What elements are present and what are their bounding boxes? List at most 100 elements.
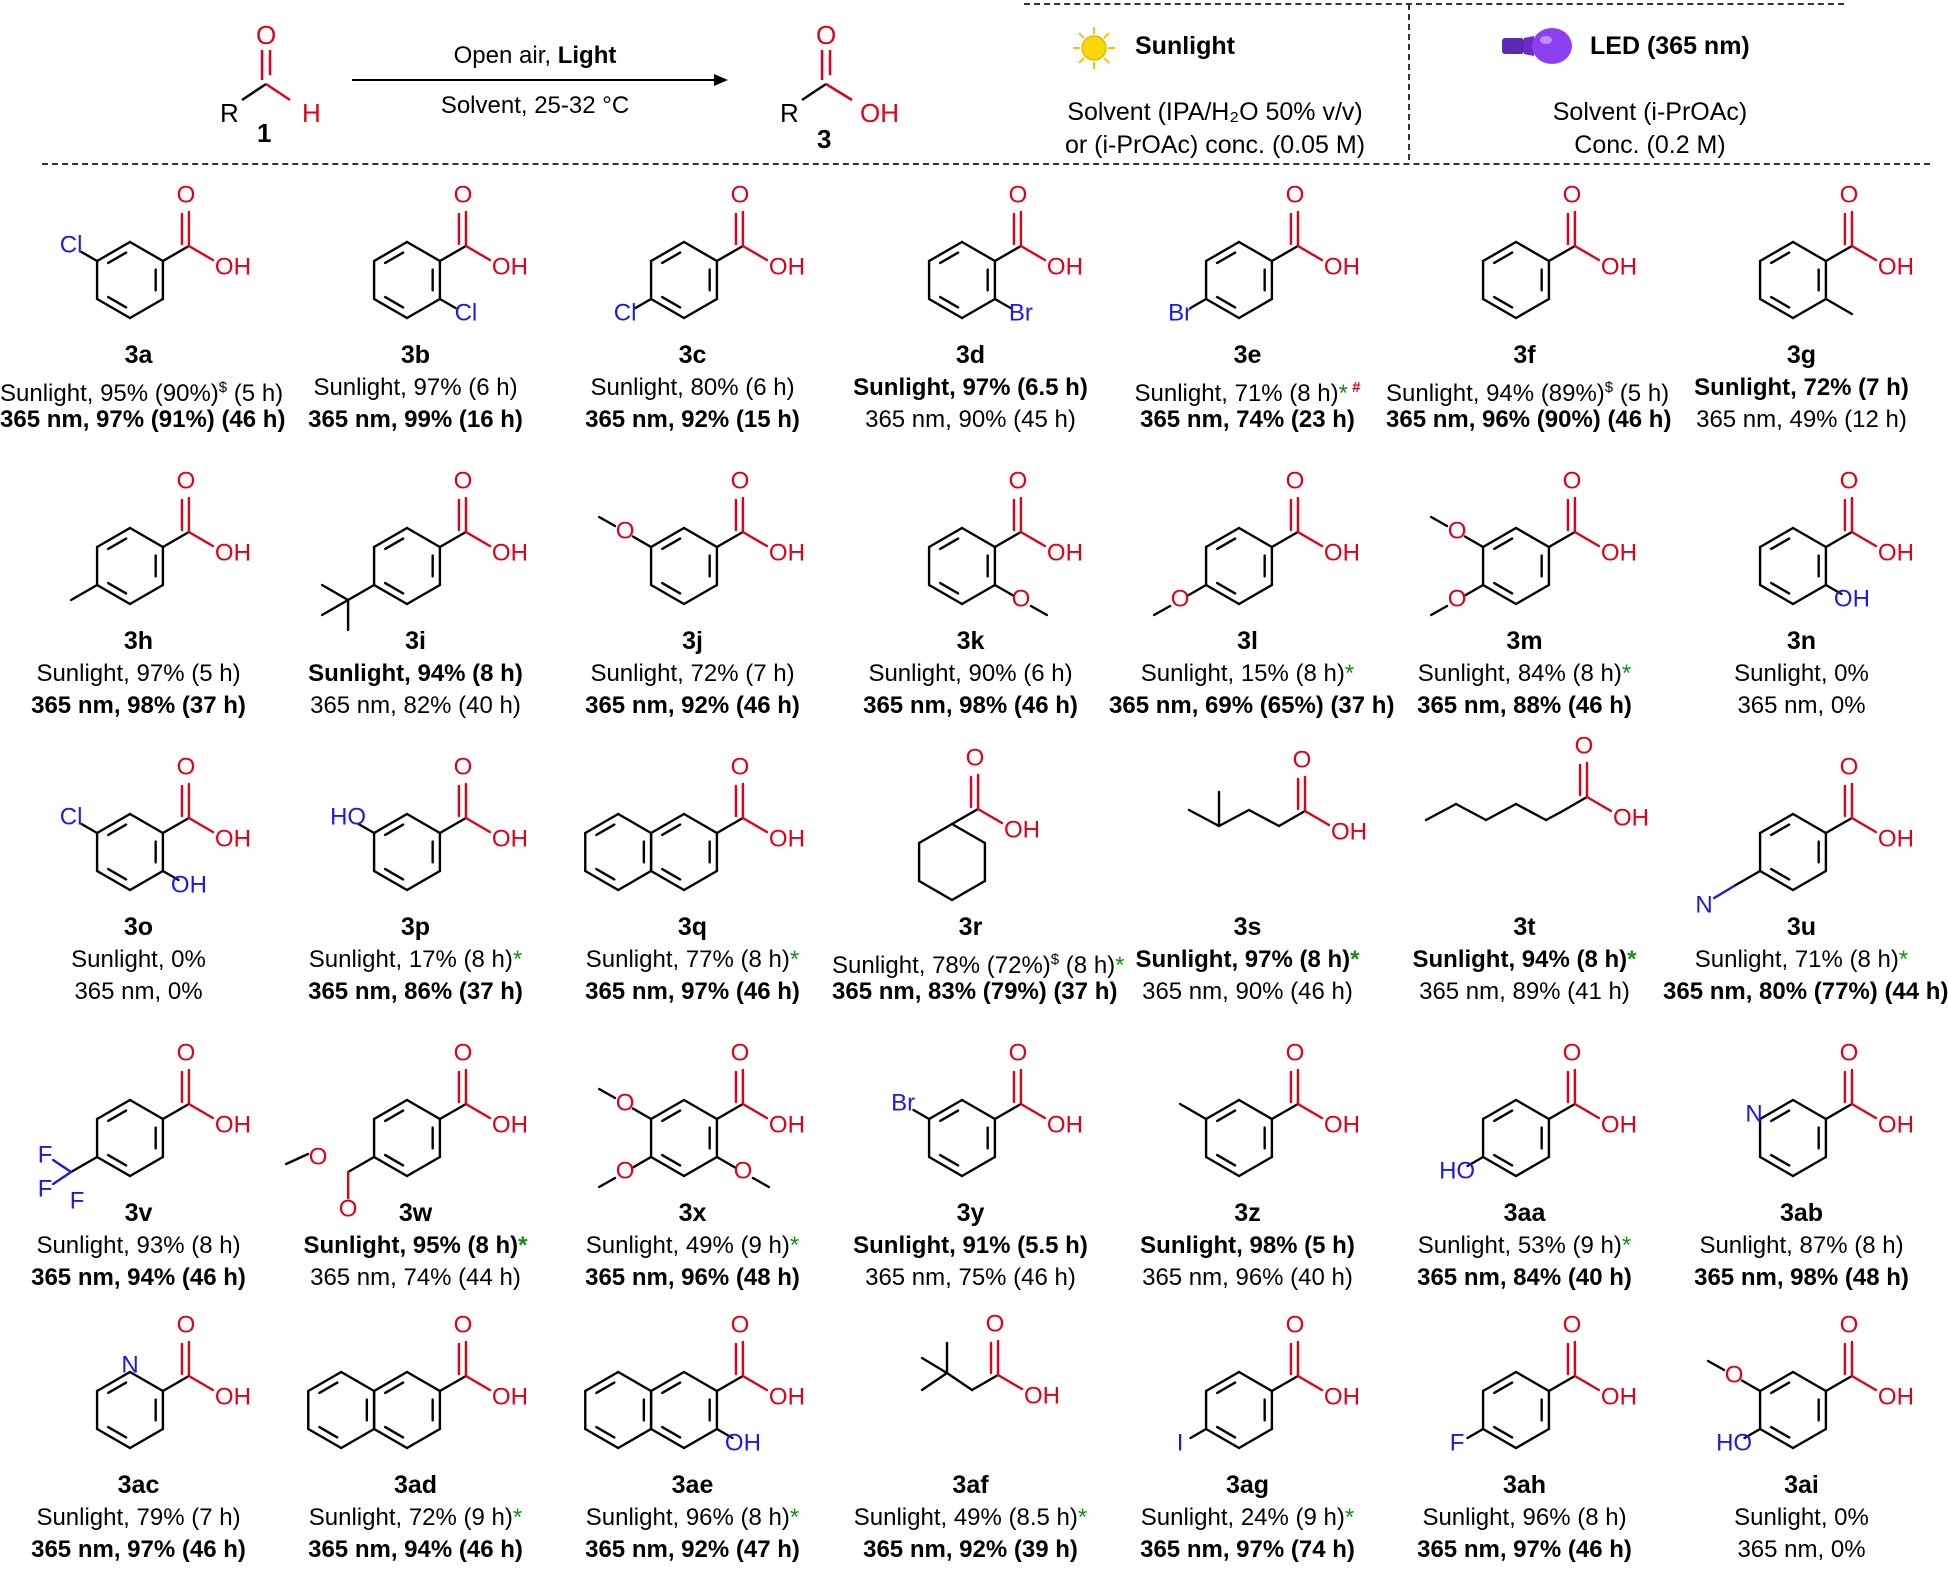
substituent-cl: Cl	[60, 803, 83, 830]
compound-id: 3ag	[1225, 1471, 1270, 1499]
methoxy-oxygen: O	[1725, 1361, 1744, 1388]
hydroxyl-group: OH	[1613, 804, 1649, 831]
led-yield: 365 nm, 98% (37 h)	[31, 692, 246, 719]
compound-id: 3m	[1506, 627, 1543, 655]
structure-3s: OOH	[1187, 746, 1367, 845]
sunlight-yield-text: Sunlight, 24% (9 h)	[1140, 1504, 1345, 1531]
sunlight-yield: Sunlight, 78% (72%)$ (8 h)*	[832, 944, 1125, 981]
led-yield: 365 nm, 96% (90%) (46 h)	[1386, 406, 1672, 433]
compound-id: 3g	[1786, 341, 1817, 369]
structure-bonds: OOH	[917, 744, 1040, 902]
sunlight-yield: Sunlight, 94% (8 h)*	[1386, 944, 1663, 975]
structure-3g: OOH	[1758, 181, 1914, 320]
hydroxyl-group: OH	[1004, 816, 1040, 843]
carbonyl-oxygen: O	[177, 181, 196, 208]
methoxy-oxygen: O	[616, 1089, 635, 1116]
compound-id: 3ah	[1502, 1471, 1547, 1499]
compound-id: 3aa	[1503, 1199, 1546, 1227]
hydroxyl-group: OH	[1324, 1111, 1360, 1138]
reaction-time: (5 h)	[1613, 380, 1670, 407]
led-yield: 365 nm, 86% (37 h)	[308, 978, 523, 1005]
sunlight-yield-text: Sunlight, 96% (8 h)	[1422, 1504, 1627, 1531]
compound-id: 3l	[1237, 627, 1258, 655]
sunlight-yield: Sunlight, 91% (5.5 h)	[832, 1230, 1109, 1261]
carbonyl-oxygen: O	[1840, 1039, 1859, 1066]
led-yield: 365 nm, 74% (44 h)	[310, 1264, 521, 1291]
sunlight-yield-text: Sunlight, 15% (8 h)	[1140, 660, 1345, 687]
led-yield: 365 nm, 90% (46 h)	[1142, 978, 1353, 1005]
reaction-scheme: O R H 1 Open air, Light Solvent, 25-32 °…	[0, 0, 1941, 168]
product-acid-structure	[801, 50, 853, 102]
hydroxyl-group: OH	[1324, 1383, 1360, 1410]
structure-bonds: OOH	[1178, 1039, 1360, 1178]
hydroxyl-group: OH	[492, 1383, 528, 1410]
sunlight-yield-text: Sunlight, 96% (8 h)	[585, 1504, 790, 1531]
compound-id: 3n	[1786, 627, 1817, 655]
sunlight-yield: Sunlight, 15% (8 h)*	[1109, 658, 1386, 689]
footnote-star: *	[1344, 660, 1355, 687]
sunlight-yield-text: Sunlight, 0%	[71, 946, 206, 973]
sunlight-yield-text: Sunlight, 87% (8 h)	[1699, 1232, 1904, 1259]
sunlight-yield-text: Sunlight, 71% (8 h)	[1134, 380, 1339, 407]
sunlight-title: Sunlight	[1135, 32, 1235, 60]
sunlight-yield-text: Sunlight, 94% (8 h)	[308, 660, 523, 687]
footnote-star: *	[1621, 660, 1632, 687]
compound-id: 3af	[952, 1471, 989, 1499]
product-oxygen: O	[816, 20, 837, 50]
sunlight-yield-text: Sunlight, 72% (7 h)	[1694, 374, 1909, 401]
footnote-star: *	[1350, 946, 1360, 973]
compound-id: 3b	[400, 341, 431, 369]
sunlight-yield: Sunlight, 72% (7 h)	[1663, 372, 1940, 403]
footnote-star: *	[1077, 1504, 1088, 1531]
hydroxyl-group: OH	[1047, 1111, 1083, 1138]
structure-bonds: OOH	[1187, 746, 1367, 845]
hydroxyl-group: OH	[1878, 539, 1914, 566]
structure-3q: OOH	[584, 753, 805, 892]
footnote-star: *	[789, 946, 800, 973]
sunlight-yield: Sunlight, 96% (8 h)*	[554, 1502, 831, 1533]
led-yield: 365 nm, 96% (40 h)	[1142, 1264, 1353, 1291]
hydroxyl-group: OH	[1601, 539, 1637, 566]
carbonyl-oxygen: O	[454, 1311, 473, 1338]
reactant-aldehyde-structure	[241, 50, 291, 102]
sunlight-yield-text: Sunlight, 84% (8 h)	[1417, 660, 1622, 687]
footnote-star: *	[518, 1232, 528, 1259]
sunlight-conditions: Sunlight Solvent (IPA/H₂O 50% v/v) or (i…	[1030, 27, 1400, 162]
compound-id: 3f	[1513, 341, 1536, 369]
sunlight-yield-text: Sunlight, 49% (9 h)	[585, 1232, 790, 1259]
sunlight-yield-text: Sunlight, 93% (8 h)	[36, 1232, 241, 1259]
carbonyl-oxygen: O	[1293, 746, 1312, 773]
sunlight-yield: Sunlight, 80% (6 h)	[554, 372, 831, 403]
compound-id: 3d	[955, 341, 986, 369]
led-yield: 365 nm, 0%	[74, 978, 203, 1005]
footnote-star: *	[1621, 1232, 1632, 1259]
methoxy-oxygen: O	[734, 1157, 753, 1184]
